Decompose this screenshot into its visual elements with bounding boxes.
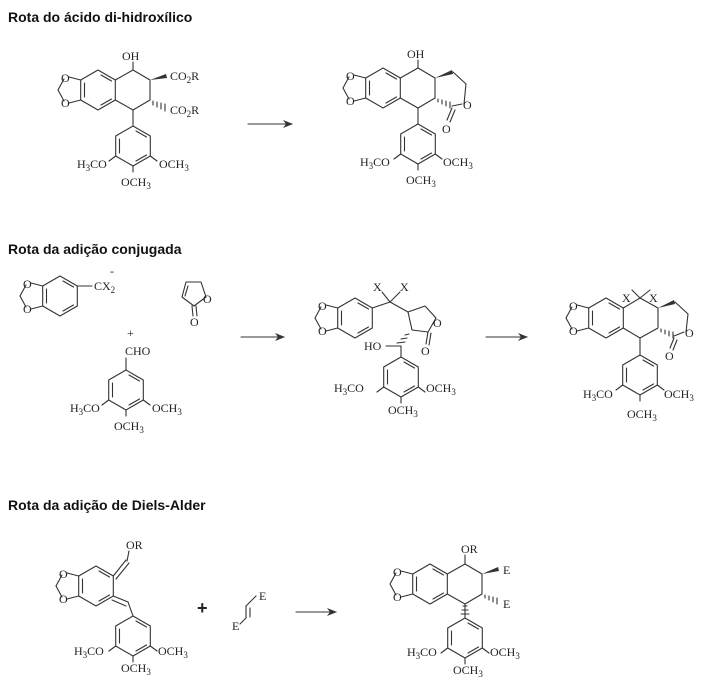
atom-label-o: O (59, 567, 68, 581)
group-label-och3: OCH3 (490, 645, 520, 661)
atom-label-ho: HO (364, 339, 382, 353)
atom-label-e: E (232, 619, 239, 633)
atom-label-o: O (346, 69, 355, 83)
group-label-och3: OCH3 (159, 157, 189, 173)
group-label-co2r: CO2R (170, 69, 199, 85)
atom-label-o: O (685, 326, 694, 340)
atom-label-x: X (400, 280, 409, 294)
group-label-or: OR (126, 538, 143, 552)
group-label-och3: OCH3 (121, 661, 151, 677)
heading-route-conjugate-addition: Rota da adição conjugada (8, 241, 182, 257)
group-label-h3co: H3CO (70, 401, 100, 417)
group-label-och3: OCH3 (114, 419, 144, 435)
molecule-cyclized-product: O O X X O O H3CO OCH3 OCH3 (565, 289, 694, 423)
group-label-h3co: H3CO (334, 381, 364, 397)
group-label-or: OR (461, 542, 478, 556)
plus-sign: + (197, 598, 208, 618)
group-label-cx2: CX2 (94, 279, 115, 295)
atom-label-o: O (463, 98, 472, 112)
group-label-h3co: H3CO (407, 645, 437, 661)
group-label-och3: OCH3 (627, 407, 657, 423)
atom-label-o: O (665, 349, 674, 363)
atom-label-e: E (503, 563, 510, 577)
atom-label-x: X (622, 291, 631, 305)
group-label-h3co: H3CO (77, 157, 107, 173)
group-label-och3: OCH3 (158, 644, 188, 660)
atom-label-o: O (203, 292, 212, 306)
reagent-dienophile: E E (232, 589, 266, 633)
group-label-h3co: H3CO (583, 387, 613, 403)
group-label-cho: CHO (125, 344, 151, 358)
group-label-h3co: H3CO (360, 155, 390, 171)
molecule-dihydroxy-acid-ester: O O OH CO2R CO2R H3CO OCH3 OCH3 (57, 49, 199, 191)
atom-label-x: X (649, 291, 658, 305)
atom-label-o: O (569, 324, 578, 338)
atom-label-o: O (346, 94, 355, 108)
group-label-co2r: CO2R (170, 103, 199, 119)
atom-label-o: O (23, 302, 32, 316)
heading-route-diels-alder: Rota da adição de Diels-Alder (8, 497, 206, 513)
atom-label-o: O (442, 122, 451, 136)
reagent-butenolide: O O (181, 281, 212, 329)
atom-label-o: O (569, 299, 578, 313)
group-label-och3: OCH3 (426, 381, 456, 397)
atom-label-o: O (61, 96, 70, 110)
atom-label-o: O (433, 316, 442, 330)
group-label-och3: OCH3 (121, 175, 151, 191)
atom-label-e: E (259, 589, 266, 603)
atom-label-oh: OH (407, 47, 425, 61)
group-label-och3: OCH3 (388, 403, 418, 419)
atom-label-e: E (503, 597, 510, 611)
atom-label-o: O (59, 592, 68, 606)
plus-sign: + (127, 326, 134, 340)
atom-label-o: O (421, 344, 430, 358)
atom-label-o: O (393, 565, 402, 579)
atom-label-o: O (190, 315, 199, 329)
atom-label-oh: OH (122, 49, 140, 63)
reagent-trimethoxybenzaldehyde: CHO H3CO OCH3 OCH3 (70, 344, 182, 435)
group-label-och3: OCH3 (453, 663, 483, 679)
atom-label-o: O (61, 71, 70, 85)
reagent-piperonyl-cx2-anion: O O CX2 - (19, 264, 115, 317)
group-label-och3: OCH3 (664, 387, 694, 403)
anion-charge-sign: - (110, 264, 114, 278)
molecule-conjugate-adduct: O O X X O O HO H3CO OCH3 OCH3 (314, 280, 456, 419)
molecule-diels-alder-adduct: O O OR E E H3CO OCH3 OCH3 (389, 542, 520, 679)
atom-label-o: O (318, 299, 327, 313)
molecule-lactone-product: O O OH O O H3CO OCH3 OCH3 (342, 47, 473, 189)
group-label-och3: OCH3 (406, 173, 436, 189)
group-label-h3co: H3CO (74, 644, 104, 660)
atom-label-o: O (393, 590, 402, 604)
atom-label-o: O (318, 324, 327, 338)
group-label-och3: OCH3 (152, 401, 182, 417)
heading-route-dihydroxy-acid: Rota do ácido di-hidroxílico (8, 9, 192, 25)
group-label-och3: OCH3 (443, 155, 473, 171)
reagent-o-quinodimethane-diene: O O OR H3CO OCH3 OCH3 (55, 538, 188, 677)
atom-label-x: X (373, 280, 382, 294)
atom-label-o: O (23, 277, 32, 291)
